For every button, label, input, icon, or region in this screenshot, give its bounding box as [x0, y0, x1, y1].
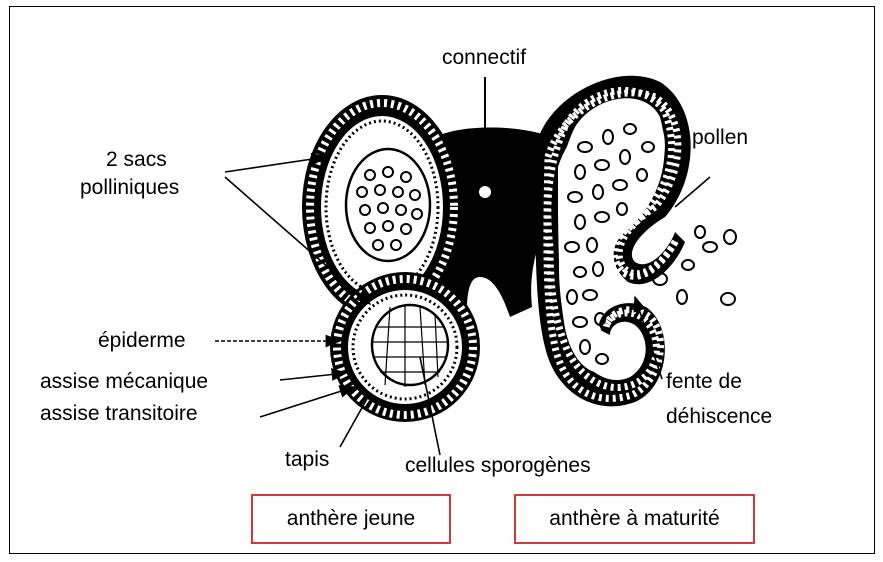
label-cellules-sporogenes: cellules sporogènes	[405, 453, 591, 478]
figure-frame: connectif 2 sacs polliniques pollen épid…	[9, 6, 875, 554]
leader-tapis	[340, 397, 368, 447]
label-assise-transitoire: assise transitoire	[40, 401, 198, 426]
label-epiderme: épiderme	[98, 328, 186, 353]
caption-young-anther: anthère jeune	[251, 494, 451, 544]
label-tapis: tapis	[285, 447, 329, 472]
lower-pollen-sac	[330, 272, 480, 422]
label-assise-mecanique: assise mécanique	[40, 369, 208, 394]
label-connectif: connectif	[442, 45, 526, 70]
label-fente-line2: déhiscence	[666, 404, 772, 429]
caption-mature-anther: anthère à maturité	[514, 494, 755, 544]
leader-assise-transitoire	[260, 387, 354, 417]
vascular-bundle	[479, 186, 491, 198]
label-sacs-line2: polliniques	[80, 175, 179, 200]
label-pollen: pollen	[692, 125, 748, 150]
label-sacs-line1: 2 sacs	[106, 147, 167, 172]
label-fente-line1: fente de	[666, 369, 742, 394]
mature-anther	[535, 76, 691, 407]
